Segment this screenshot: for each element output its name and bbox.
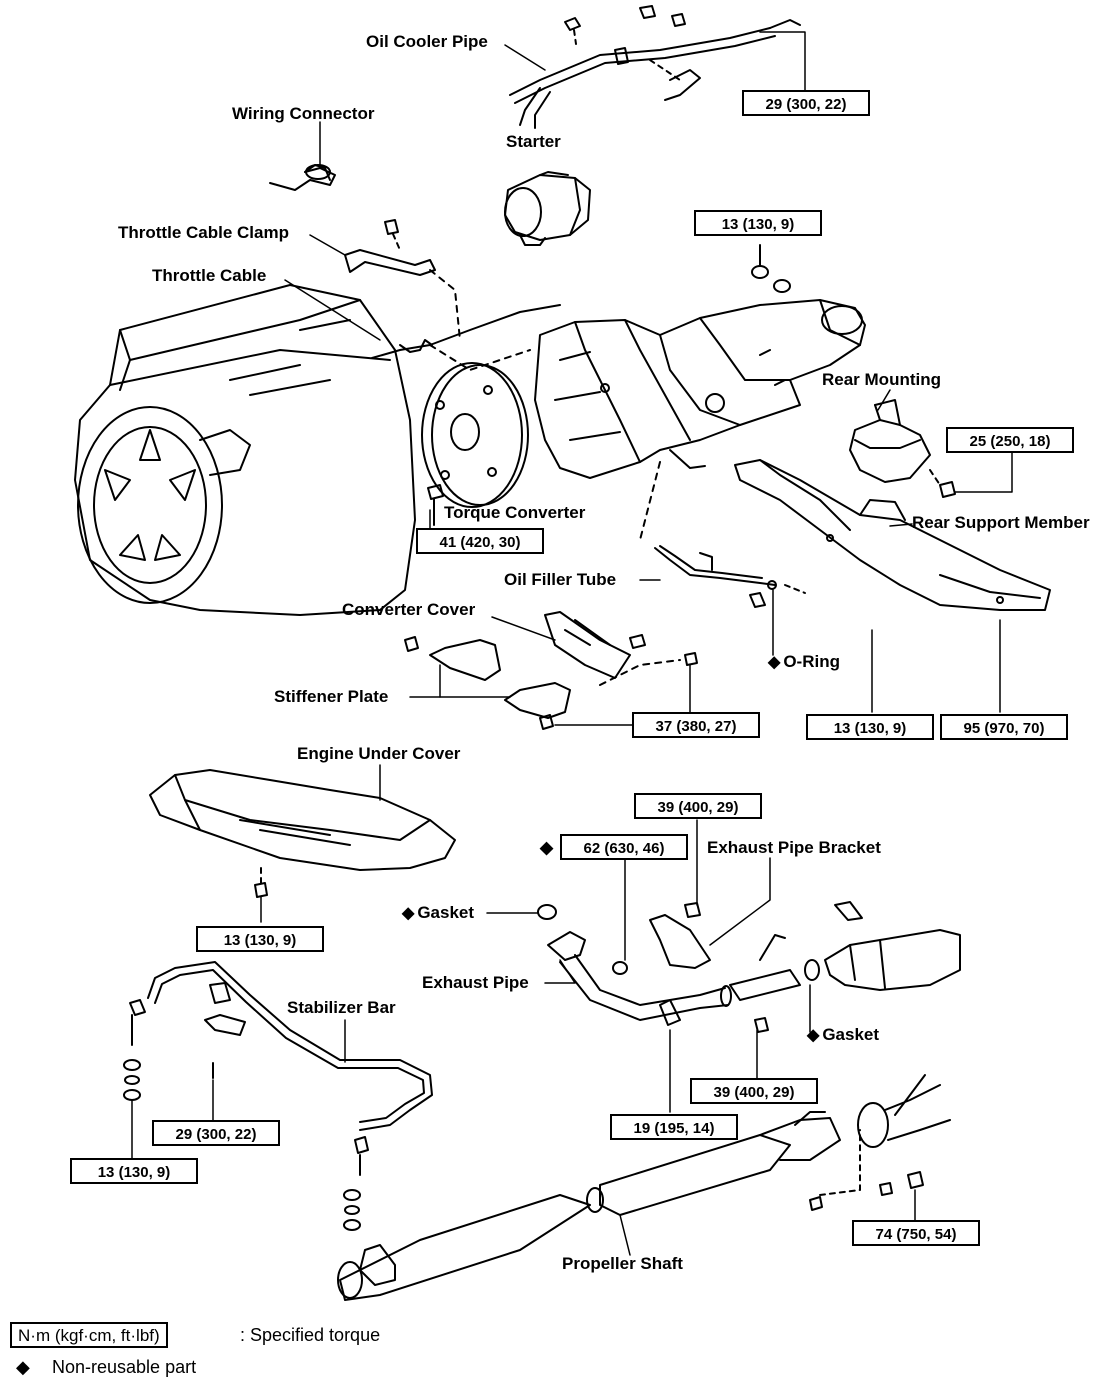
non-reusable-icon: ◆	[807, 1027, 820, 1044]
throttle-cable-clamp-drawing	[344, 219, 461, 341]
label-stiffener-plate: Stiffener Plate	[274, 687, 389, 706]
label-throttle-cable: Throttle Cable	[152, 266, 267, 285]
torque-support-member-right: 95 (970, 70)	[940, 714, 1068, 740]
engine-drawing	[74, 284, 416, 616]
non-reusable-icon: ◆	[540, 838, 554, 857]
torque-exhaust-flange: 62 (630, 46)	[560, 834, 688, 860]
label-rear-mounting: Rear Mounting	[822, 370, 941, 389]
label-starter: Starter	[506, 132, 561, 151]
exhaust-drawing	[537, 901, 961, 1033]
stabilizer-bar-drawing	[123, 961, 433, 1231]
label-stabilizer-bar: Stabilizer Bar	[287, 998, 396, 1017]
converter-cover-drawing	[544, 611, 646, 679]
non-reusable-icon: ◆	[402, 905, 415, 922]
label-oil-cooler-pipe: Oil Cooler Pipe	[366, 32, 488, 51]
stiffener-plate-drawing	[404, 636, 698, 730]
torque-exhaust-pipe-bolt: 19 (195, 14)	[610, 1114, 738, 1140]
legend-symbol-icon: ◆	[16, 1357, 30, 1377]
label-oil-filler-tube: Oil Filler Tube	[504, 570, 617, 589]
label-gasket-rear: ◆Gasket	[807, 1025, 880, 1044]
torque-exhaust-bracket: 39 (400, 29)	[634, 793, 762, 819]
legend-unit-text: : Specified torque	[240, 1325, 381, 1345]
label-wiring-connector: Wiring Connector	[232, 104, 375, 123]
starter-drawing	[504, 171, 591, 246]
label-propeller-shaft: Propeller Shaft	[562, 1254, 683, 1273]
non-reusable-icon: ◆	[768, 654, 781, 671]
legend-symbol-text: Non-reusable part	[52, 1357, 197, 1377]
torque-support-member-left: 13 (130, 9)	[806, 714, 934, 740]
torque-torque-converter: 41 (420, 30)	[416, 528, 544, 554]
legend-unit-box: N·m (kgf·cm, ft·lbf)	[10, 1322, 168, 1348]
torque-converter-drawing	[421, 362, 529, 526]
wiring-connector-drawing	[269, 164, 336, 191]
engine-under-cover-drawing	[149, 769, 456, 898]
torque-oil-cooler-pipe: 29 (300, 22)	[742, 90, 870, 116]
rear-mounting-drawing	[849, 399, 956, 498]
label-gasket-front: ◆Gasket	[402, 903, 475, 922]
torque-propeller-shaft: 74 (750, 54)	[852, 1220, 980, 1246]
label-o-ring: ◆O-Ring	[768, 652, 840, 671]
torque-rear-mounting: 25 (250, 18)	[946, 427, 1074, 453]
rear-support-member-drawing	[734, 459, 1051, 611]
transmission-drawing	[534, 299, 866, 479]
label-rear-support-member: Rear Support Member	[912, 513, 1090, 532]
label-exhaust-pipe-bracket: Exhaust Pipe Bracket	[707, 838, 881, 857]
throttle-cable-drawing	[371, 304, 561, 371]
label-torque-converter: Torque Converter	[444, 503, 586, 522]
label-engine-under-cover: Engine Under Cover	[297, 744, 461, 763]
label-converter-cover: Converter Cover	[342, 600, 476, 619]
label-exhaust-pipe: Exhaust Pipe	[422, 973, 529, 992]
upper-nuts-drawing	[751, 244, 791, 293]
oil-cooler-pipe-drawing	[509, 5, 801, 129]
leader-lines	[131, 31, 1013, 1256]
torque-upper-nut: 13 (130, 9)	[694, 210, 822, 236]
propeller-shaft-drawing	[337, 1074, 951, 1301]
torque-stabilizer-bracket: 29 (300, 22)	[152, 1120, 280, 1146]
torque-exhaust-clamp: 39 (400, 29)	[690, 1078, 818, 1104]
torque-stiffener-plate: 37 (380, 27)	[632, 712, 760, 738]
label-throttle-cable-clamp: Throttle Cable Clamp	[118, 223, 289, 242]
torque-stabilizer-link: 13 (130, 9)	[70, 1158, 198, 1184]
oil-filler-tube-drawing	[639, 461, 806, 608]
torque-engine-under-cover: 13 (130, 9)	[196, 926, 324, 952]
